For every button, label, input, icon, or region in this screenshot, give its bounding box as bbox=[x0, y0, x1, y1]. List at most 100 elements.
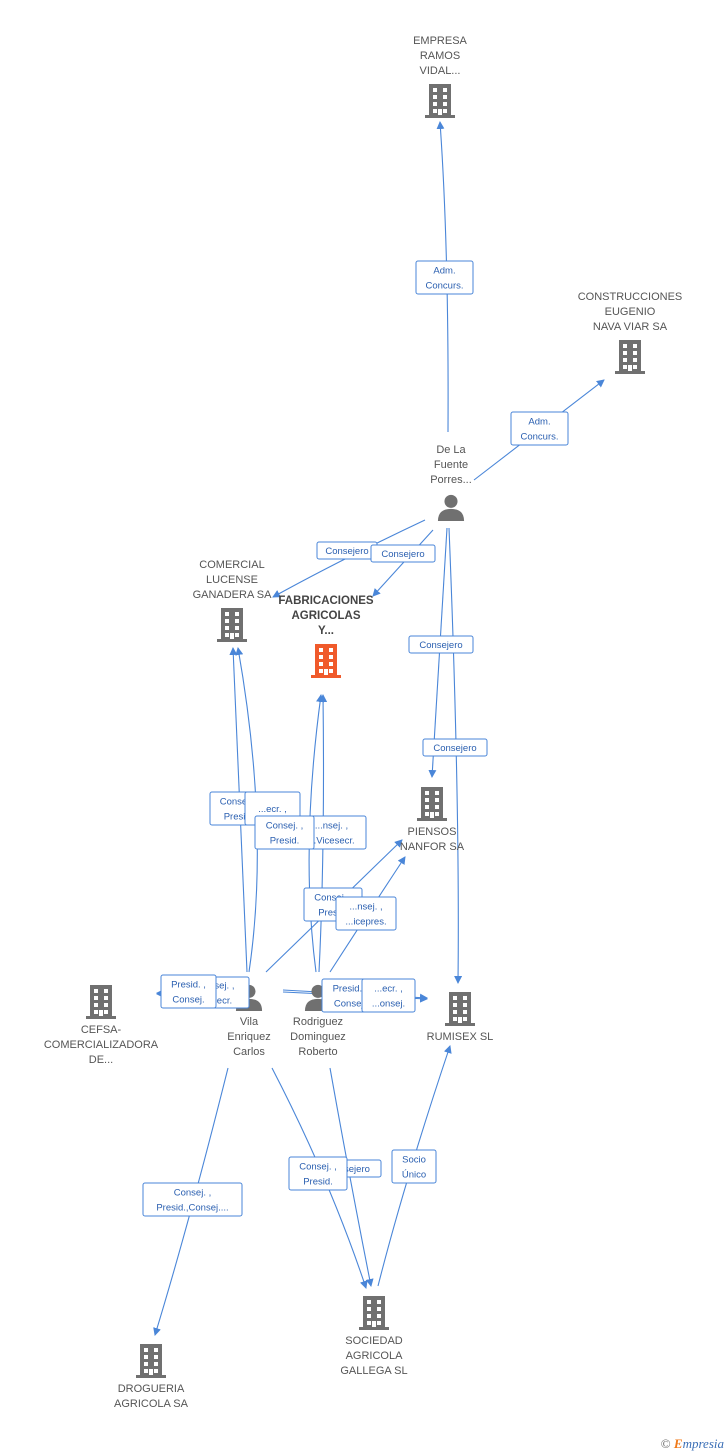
edge-label-text: ...Vicesecr. bbox=[308, 836, 354, 847]
node-label: Dominguez bbox=[290, 1031, 346, 1043]
edge-line bbox=[329, 1067, 374, 1287]
edge-label-text: Consej. , bbox=[299, 1162, 337, 1173]
edge-label-text: Consejero bbox=[325, 546, 368, 557]
edge-label-box bbox=[510, 411, 569, 446]
edge-label-text: ...ecr. , bbox=[374, 984, 403, 995]
node-label: Enriquez bbox=[227, 1031, 270, 1043]
node-label: RUMISEX SL bbox=[427, 1031, 494, 1043]
node-cefsa[interactable]: CEFSA- COMERCIALIZADORA DE... bbox=[44, 985, 159, 1066]
edge-line bbox=[372, 529, 434, 597]
edge-label-box bbox=[422, 738, 488, 757]
node-label: EMPRESA bbox=[413, 35, 467, 47]
edge-label-box bbox=[254, 815, 315, 850]
edge-label-text: Presid. bbox=[303, 1177, 333, 1188]
edge-label-box bbox=[391, 1149, 437, 1184]
edge-label-text: ...ecr. , bbox=[258, 804, 287, 815]
edge-label[interactable]: Adm.Concurs. bbox=[510, 411, 569, 446]
node-label: NAVA VIAR SA bbox=[593, 321, 668, 333]
building-icon bbox=[359, 1296, 389, 1330]
edge-label[interactable]: Adm. Concurs. bbox=[415, 260, 474, 295]
edge-label-text: Adm. bbox=[433, 266, 455, 277]
edge-label[interactable]: Consejero bbox=[316, 541, 378, 560]
edge-label-text: ...icepres. bbox=[345, 917, 386, 928]
edge-label-text: ...ecr. bbox=[209, 996, 232, 1007]
edge-label-box bbox=[408, 635, 474, 654]
edge-label-box bbox=[415, 260, 474, 295]
node-label: VIDAL... bbox=[420, 65, 461, 77]
edge-label-text: Consejero bbox=[381, 549, 424, 560]
brand-footer: © Empresia bbox=[661, 1436, 724, 1452]
edge-label-text: Consej. , bbox=[220, 797, 258, 808]
edge-label-text: ...onsej. bbox=[372, 999, 405, 1010]
node-label: AGRICOLA SA bbox=[114, 1398, 189, 1410]
node-label: Carlos bbox=[233, 1046, 265, 1058]
edge-label-text: Presid. bbox=[270, 836, 300, 847]
node-label: DE... bbox=[89, 1054, 113, 1066]
node-construcciones[interactable]: CONSTRUCCIONES EUGENIO NAVA VIAR SA bbox=[578, 291, 683, 374]
node-label: COMERCIALIZADORA bbox=[44, 1039, 159, 1051]
edge-label-text: ...sejero bbox=[336, 1164, 370, 1175]
node-label: CONSTRUCCIONES bbox=[578, 291, 683, 303]
edge-label[interactable]: Consej. , Presid.,Consej.... bbox=[142, 1182, 243, 1217]
edge-label-text: Único bbox=[402, 1170, 426, 1181]
edge-label-text: Consejero bbox=[433, 743, 476, 754]
edge-label[interactable]: ...nsej. ,...icepres. bbox=[335, 896, 397, 931]
node-label: Porres... bbox=[430, 474, 472, 486]
node-rumisex[interactable]: RUMISEX SL bbox=[427, 992, 494, 1043]
edges-layer bbox=[153, 121, 605, 1336]
edge-label-box bbox=[142, 1182, 243, 1217]
node-label: GANADERA SA bbox=[193, 589, 273, 601]
person-icon bbox=[437, 494, 465, 521]
building-icon bbox=[217, 608, 247, 642]
edge-label[interactable]: Presid. ,Consej. bbox=[160, 974, 217, 1009]
node-label: Vila bbox=[240, 1016, 259, 1028]
node-label: SOCIEDAD bbox=[345, 1335, 403, 1347]
node-fabricaciones[interactable]: FABRICACIONESAGRICOLASY... bbox=[278, 595, 374, 678]
edge-label-box bbox=[288, 1156, 348, 1191]
edge-label-text: Concurs. bbox=[425, 281, 463, 292]
node-label: CEFSA- bbox=[81, 1024, 122, 1036]
edge-label-text: ...nsej. , bbox=[315, 821, 348, 832]
edge-label[interactable]: Consej. , Presid. bbox=[254, 815, 315, 850]
edge-label[interactable]: Consej. , Presid. bbox=[288, 1156, 348, 1191]
edge-label-text: Presid.,Consej.... bbox=[156, 1203, 228, 1214]
edge-label-text: Socio bbox=[402, 1155, 426, 1166]
edge-label-text: Adm. bbox=[528, 417, 550, 428]
edge-label-text: Consej. bbox=[334, 999, 366, 1010]
node-drogueria[interactable]: DROGUERIA AGRICOLA SA bbox=[114, 1344, 189, 1410]
node-label: EUGENIO bbox=[605, 306, 656, 318]
building-icon bbox=[136, 1344, 166, 1378]
node-label: DROGUERIA bbox=[118, 1383, 185, 1395]
node-label: GALLEGA SL bbox=[340, 1365, 407, 1377]
node-label: Fuente bbox=[434, 459, 468, 471]
brand-logo-text: mpresia bbox=[682, 1436, 724, 1451]
edge-label-box bbox=[370, 544, 436, 563]
brand-logo-initial: E bbox=[673, 1436, 683, 1451]
edge-label-text: Consej. , bbox=[314, 893, 352, 904]
edge-label[interactable]: Consejero bbox=[408, 635, 474, 654]
edge-label-text: Presid. bbox=[318, 908, 348, 919]
edge-label-text: Consej. bbox=[172, 995, 204, 1006]
edge-line bbox=[448, 527, 463, 984]
edge-label[interactable]: ...ecr. , ...onsej. bbox=[361, 978, 416, 1013]
edge-label[interactable]: Consejero bbox=[422, 738, 488, 757]
edge-label-text: Consej. , bbox=[174, 1188, 212, 1199]
building-icon bbox=[445, 992, 475, 1026]
node-label: Rodriguez bbox=[293, 1016, 343, 1028]
node-label: NANFOR SA bbox=[400, 841, 465, 853]
edge-label[interactable]: Consejero bbox=[370, 544, 436, 563]
node-de-la-fuente[interactable]: De LaFuentePorres... bbox=[430, 444, 472, 521]
edge-label-text: Consej. , bbox=[266, 821, 304, 832]
node-label: Roberto bbox=[298, 1046, 337, 1058]
edge-label-text: Presid. bbox=[224, 812, 254, 823]
edge-label-box bbox=[335, 896, 397, 931]
node-label: LUCENSE bbox=[206, 574, 258, 586]
node-empresa-ramos[interactable]: EMPRESARAMOSVIDAL... bbox=[413, 35, 468, 118]
